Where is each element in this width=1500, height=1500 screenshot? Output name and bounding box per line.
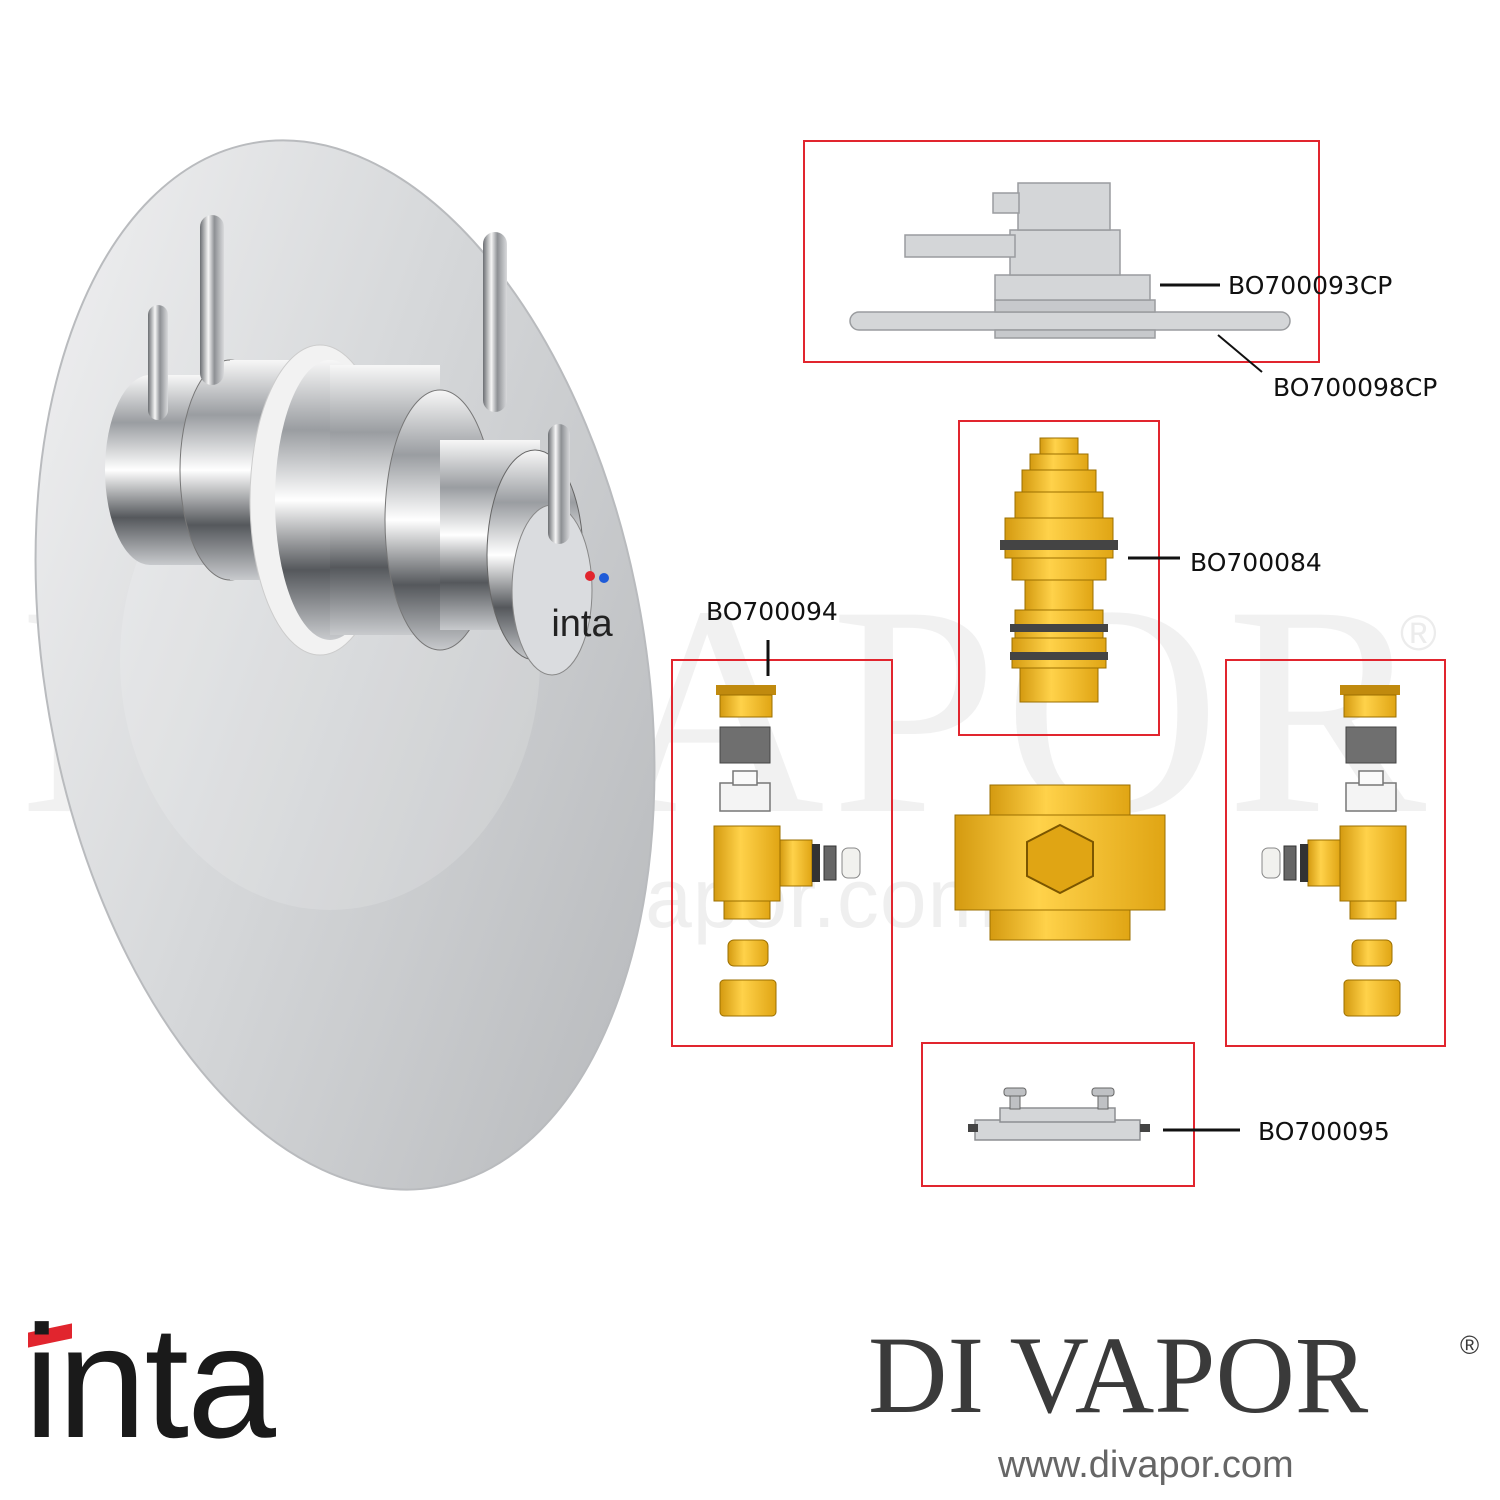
bracket-drawing — [968, 1087, 1240, 1141]
faceplate-drawing — [849, 182, 1291, 373]
left-inlet-box — [671, 659, 893, 1047]
divapor-url: www.divapor.com — [998, 1444, 1294, 1486]
cold-indicator — [599, 573, 609, 583]
divapor-registered: ® — [1460, 1330, 1480, 1360]
divapor-logo: DI VAPOR — [868, 1314, 1369, 1436]
faceplate-box — [803, 140, 1320, 363]
inta-logo: inta — [24, 1292, 276, 1471]
part-label-BO700098CP: BO700098CP — [1273, 373, 1438, 402]
valve-photo: inta — [34, 139, 656, 1191]
part-label-BO700093CP: BO700093CP — [1228, 271, 1393, 300]
left-inlet-drawing — [713, 640, 861, 1017]
right-inlet-box — [1225, 659, 1446, 1047]
cartridge-drawing — [1000, 437, 1180, 703]
bracket-box — [921, 1042, 1195, 1187]
part-label-BO700084: BO700084 — [1190, 548, 1322, 577]
part-label-BO700094: BO700094 — [706, 597, 838, 626]
watermark-registered: ® — [1400, 605, 1437, 661]
valve-body-drawing — [954, 784, 1166, 941]
cartridge-box — [958, 420, 1160, 736]
right-inlet-drawing — [1261, 685, 1407, 1017]
part-label-BO700095: BO700095 — [1258, 1117, 1390, 1146]
knob-logo: inta — [551, 603, 613, 645]
hot-indicator — [585, 571, 595, 581]
